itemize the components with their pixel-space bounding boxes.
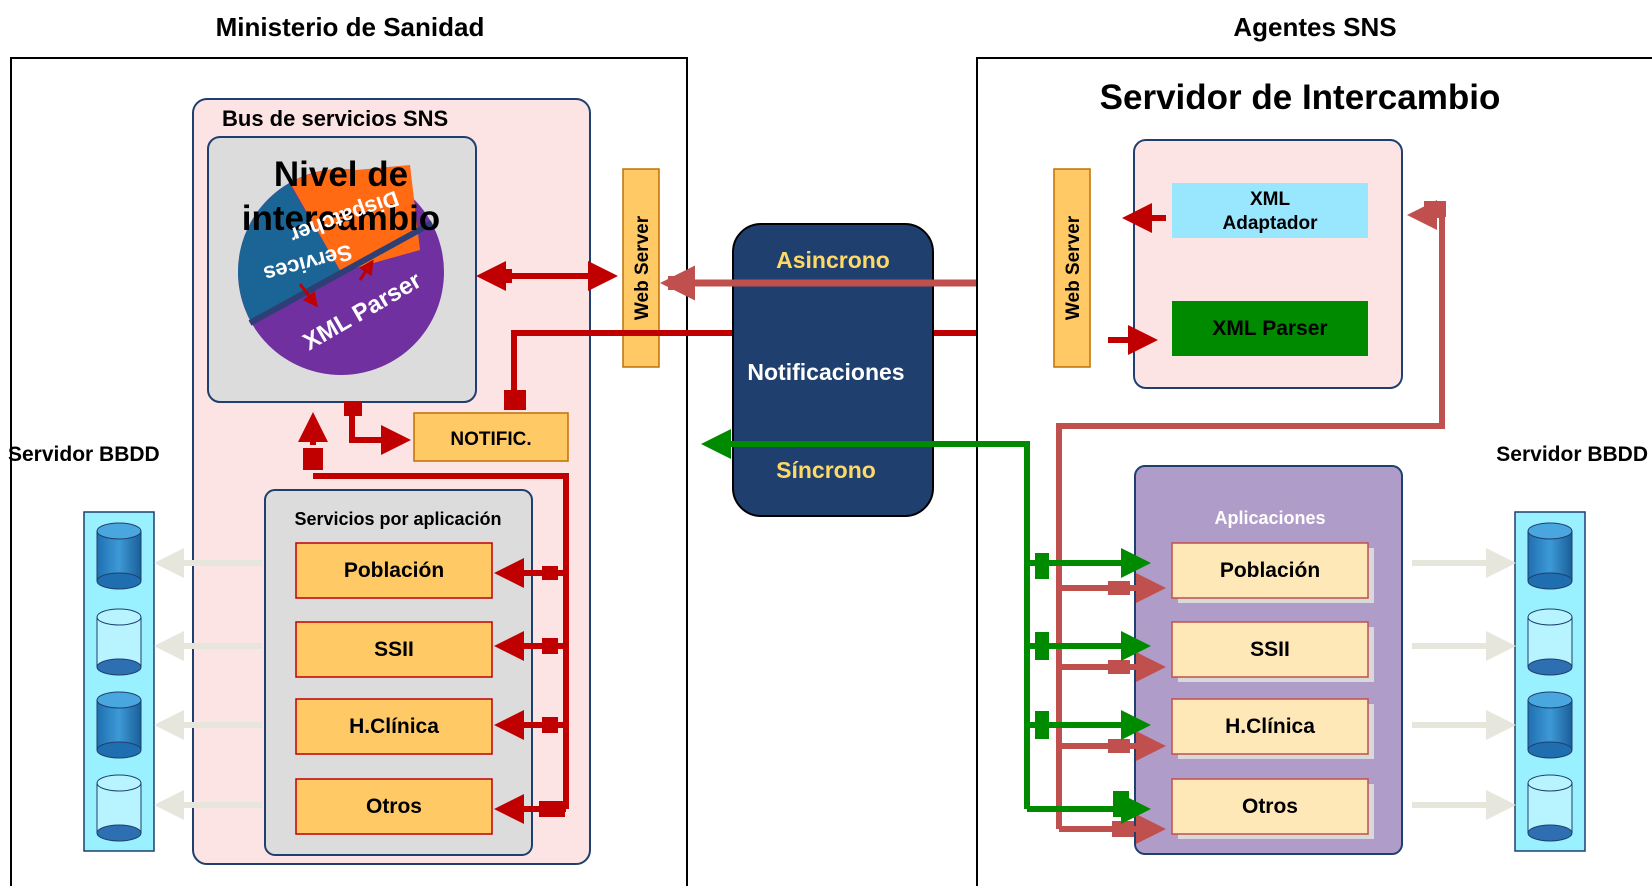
left-db-cylinder-3	[96, 691, 142, 759]
right-xml-arrows	[1108, 203, 1166, 355]
asincrono-label: Asincrono	[776, 247, 890, 273]
right-db-cylinder-1	[1527, 522, 1573, 590]
left-db-server-label: Servidor BBDD	[8, 443, 160, 466]
sincrono-label: Síncrono	[776, 457, 876, 483]
xml-adaptador-box	[1172, 183, 1368, 238]
left-service-label: SSII	[374, 638, 414, 661]
aplicaciones-title: Aplicaciones	[1214, 508, 1325, 528]
right-db-cylinder-3	[1527, 691, 1573, 759]
left-service-poblacion: Población	[295, 542, 493, 599]
right-web-server-label: Web Server	[1063, 215, 1084, 320]
right-web-server-box	[1053, 168, 1091, 368]
right-app-label: Población	[1220, 559, 1320, 582]
exchange-pie	[238, 165, 444, 375]
bus-servicios-title: Bus de servicios SNS	[222, 106, 448, 131]
right-db-server-label: Servidor BBDD	[1496, 443, 1648, 466]
nivel-title-line2: intercambio	[242, 199, 440, 238]
notific-label: NOTIFIC.	[450, 429, 531, 450]
right-rose-connectors	[1056, 200, 1446, 844]
right-app-label: H.Clínica	[1225, 715, 1315, 738]
right-db-cylinder-4	[1527, 774, 1573, 842]
left-service-label: Población	[344, 559, 444, 582]
left-db-cylinder-4	[96, 774, 142, 842]
servicios-aplicacion-title: Servicios por aplicación	[294, 509, 501, 529]
right-app-label: Otros	[1242, 795, 1298, 818]
right-app-hclinica: H.Clínica	[1171, 698, 1374, 759]
notific-box	[413, 412, 569, 462]
right-section-title: Agentes SNS	[1233, 12, 1396, 42]
left-service-otros: Otros	[295, 778, 493, 835]
nivel-title-line1: Nivel de	[274, 155, 408, 194]
notificaciones-label: Notificaciones	[747, 359, 904, 385]
xml-adaptador-line2: Adaptador	[1223, 213, 1319, 234]
left-web-server-label: Web Server	[632, 215, 653, 320]
pie-inner-arrows	[298, 259, 374, 308]
right-app-otros: Otros	[1171, 778, 1374, 839]
right-app-poblacion: Población	[1171, 542, 1374, 603]
sincrono-connectors	[701, 429, 1151, 824]
left-db-arrows	[154, 548, 262, 820]
left-service-hclinica: H.Clínica	[295, 698, 493, 755]
left-section-title: Ministerio de Sanidad	[216, 12, 485, 42]
xml-parser-box	[1172, 301, 1368, 356]
right-db-cylinder-2	[1527, 608, 1573, 676]
left-service-label: Otros	[366, 795, 422, 818]
servidor-intercambio-title: Servidor de Intercambio	[1100, 78, 1501, 117]
left-service-ssii: SSII	[295, 621, 493, 678]
right-app-label: SSII	[1250, 638, 1290, 661]
left-db-cylinder-1	[96, 522, 142, 590]
left-db-cylinder-2	[96, 608, 142, 676]
right-db-arrows	[1412, 548, 1516, 820]
xml-parser-label: XML Parser	[1212, 317, 1327, 340]
xml-adaptador-line1: XML	[1250, 189, 1291, 210]
right-app-ssii: SSII	[1171, 621, 1374, 682]
left-service-label: H.Clínica	[349, 715, 439, 738]
